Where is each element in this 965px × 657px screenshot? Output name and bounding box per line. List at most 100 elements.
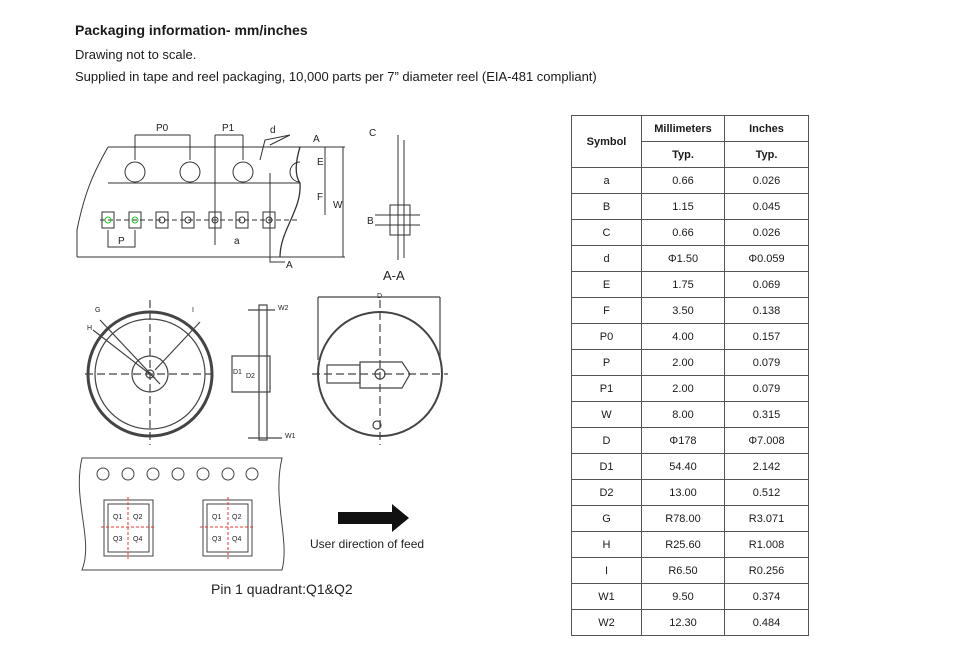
- header-symbol: Symbol: [571, 115, 642, 168]
- cell-symbol: B: [571, 193, 642, 220]
- svg-text:Q4: Q4: [232, 536, 241, 543]
- cell-mm: 1.15: [641, 193, 725, 220]
- cell-mm: 0.66: [641, 219, 725, 246]
- cell-symbol: P1: [571, 375, 642, 402]
- cell-mm: 2.00: [641, 349, 725, 376]
- cell-mm: R78.00: [641, 505, 725, 532]
- cell-symbol: I: [571, 557, 642, 584]
- svg-text:A: A: [313, 134, 320, 145]
- cell-symbol: G: [571, 505, 642, 532]
- svg-text:W1: W1: [285, 433, 296, 440]
- svg-text:G: G: [95, 307, 100, 314]
- svg-text:W: W: [333, 200, 343, 211]
- svg-text:P1: P1: [222, 123, 235, 134]
- svg-text:H: H: [87, 325, 92, 332]
- cell-in: 0.079: [724, 375, 809, 402]
- cell-in: 2.142: [724, 453, 809, 480]
- section-title: Packaging information- mm/inches: [75, 22, 308, 38]
- cell-mm: 3.50: [641, 297, 725, 324]
- cell-symbol: W1: [571, 583, 642, 610]
- tape-labels: P0 P1 d A A E F W P a C B A-A: [118, 123, 405, 283]
- header-mm: Millimeters: [641, 115, 725, 142]
- feed-arrow-icon: [338, 504, 409, 532]
- svg-text:C: C: [369, 128, 376, 139]
- carrier-tape-orientation: [78, 457, 285, 571]
- cell-in: 0.512: [724, 479, 809, 506]
- cell-in: 0.138: [724, 297, 809, 324]
- cell-in: 0.374: [724, 583, 809, 610]
- cell-mm: 0.66: [641, 167, 725, 194]
- cell-mm: Φ1.50: [641, 245, 725, 272]
- svg-text:W2: W2: [278, 305, 289, 312]
- cell-symbol: D: [571, 427, 642, 454]
- cell-in: Φ0.059: [724, 245, 809, 272]
- cell-symbol: D2: [571, 479, 642, 506]
- cell-symbol: d: [571, 245, 642, 272]
- cell-in: R3.071: [724, 505, 809, 532]
- svg-text:D1: D1: [233, 369, 242, 376]
- svg-text:B: B: [367, 216, 374, 227]
- cell-in: 0.045: [724, 193, 809, 220]
- cell-in: 0.157: [724, 323, 809, 350]
- cell-symbol: W: [571, 401, 642, 428]
- svg-text:F: F: [317, 192, 323, 203]
- cell-in: R1.008: [724, 531, 809, 558]
- svg-text:a: a: [234, 236, 240, 247]
- header-typ-mm: Typ.: [641, 141, 725, 168]
- svg-text:Q3: Q3: [212, 536, 221, 543]
- reel-back-view: [312, 296, 448, 445]
- cell-symbol: P0: [571, 323, 642, 350]
- supply-note: Supplied in tape and reel packaging, 10,…: [75, 69, 597, 84]
- cell-mm: 13.00: [641, 479, 725, 506]
- cell-in: 0.079: [724, 349, 809, 376]
- cell-symbol: C: [571, 219, 642, 246]
- header-typ-in: Typ.: [724, 141, 809, 168]
- cell-mm: 54.40: [641, 453, 725, 480]
- cell-symbol: D1: [571, 453, 642, 480]
- svg-text:P0: P0: [156, 123, 169, 134]
- svg-text:Q2: Q2: [133, 514, 142, 521]
- cell-in: 0.026: [724, 219, 809, 246]
- cell-symbol: E: [571, 271, 642, 298]
- cell-in: 0.315: [724, 401, 809, 428]
- cell-mm: 12.30: [641, 609, 725, 636]
- cell-mm: 1.75: [641, 271, 725, 298]
- svg-text:A-A: A-A: [383, 268, 405, 283]
- svg-text:E: E: [317, 157, 324, 168]
- cell-in: 0.026: [724, 167, 809, 194]
- cell-symbol: a: [571, 167, 642, 194]
- cell-mm: R25.60: [641, 531, 725, 558]
- svg-text:Q1: Q1: [212, 514, 221, 521]
- cell-mm: Φ178: [641, 427, 725, 454]
- svg-text:Q1: Q1: [113, 514, 122, 521]
- svg-text:Q2: Q2: [232, 514, 241, 521]
- cell-mm: 4.00: [641, 323, 725, 350]
- cell-in: R0.256: [724, 557, 809, 584]
- cell-mm: 9.50: [641, 583, 725, 610]
- cell-mm: R6.50: [641, 557, 725, 584]
- svg-text:I: I: [192, 307, 194, 314]
- tape-drawing: [76, 134, 420, 263]
- cell-mm: 8.00: [641, 401, 725, 428]
- cell-mm: 2.00: [641, 375, 725, 402]
- svg-text:Q4: Q4: [133, 536, 142, 543]
- cell-symbol: W2: [571, 609, 642, 636]
